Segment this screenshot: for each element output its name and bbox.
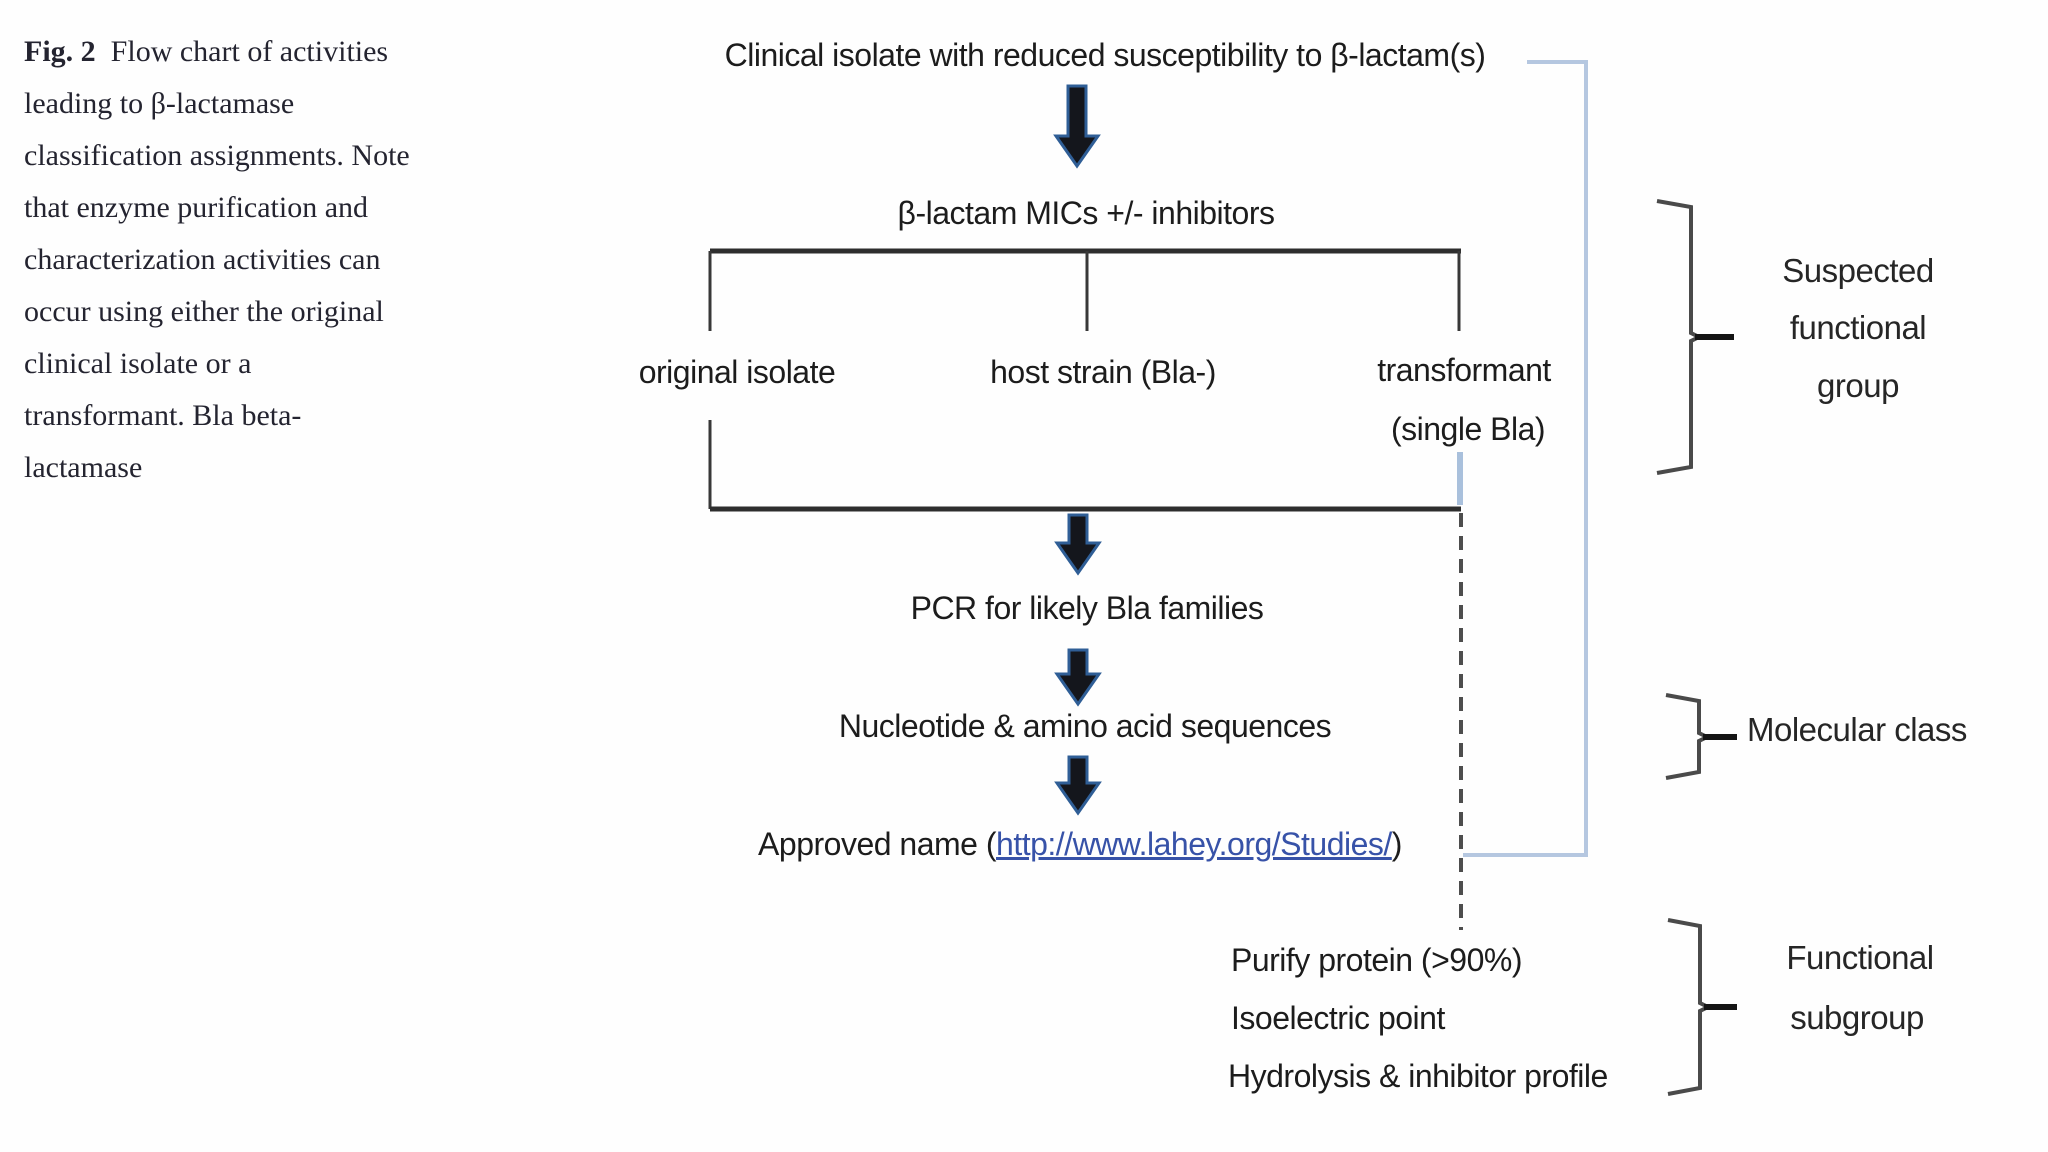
approved-name-prefix: Approved name (	[758, 826, 997, 862]
label-suspected-line2: functional	[1789, 309, 1927, 346]
figure-caption: Fig. 2 Flow chart of activities leading …	[24, 26, 504, 494]
down-arrow-3	[1054, 648, 1102, 707]
node-sequences: Nucleotide & amino acid sequences	[838, 708, 1332, 744]
down-arrow-2	[1054, 513, 1102, 576]
characterization-item-hydrolysis: Hydrolysis & inhibitor profile	[1228, 1058, 1608, 1094]
molecular-class-brace	[1665, 693, 1712, 780]
caption-line: transformant. Bla beta-	[24, 399, 302, 432]
node-approved-name: Approved name (http://www.lahey.org/Stud…	[758, 826, 1403, 862]
node-original-isolate: original isolate	[638, 354, 836, 390]
label-suspected-line3: group	[1817, 367, 1899, 404]
figure-label: Fig. 2	[24, 35, 96, 68]
caption-line: classification assignments. Note	[24, 139, 410, 172]
label-functional-line1: Functional	[1786, 939, 1934, 976]
label-suspected-line1: Suspected	[1782, 252, 1934, 289]
functional-subgroup-brace	[1667, 918, 1713, 1096]
node-host-strain: host strain (Bla-)	[990, 354, 1216, 390]
node-transformant-sub: (single Bla)	[1390, 411, 1546, 447]
characterization-item-isoelectric: Isoelectric point	[1231, 1000, 1445, 1036]
caption-line: that enzyme purification and	[24, 191, 369, 224]
down-arrow-4	[1054, 755, 1102, 816]
caption-line: characterization activities can	[24, 243, 381, 276]
caption-line: occur using either the original	[24, 295, 384, 328]
blue-connector-line	[1463, 60, 1588, 857]
label-functional-line2: subgroup	[1790, 999, 1924, 1036]
suspected-group-brace	[1656, 199, 1704, 475]
caption-line: clinical isolate or a	[24, 347, 252, 380]
node-clinical-isolate: Clinical isolate with reduced susceptibi…	[724, 37, 1486, 73]
node-mics: β-lactam MICs +/- inhibitors	[897, 195, 1275, 231]
lahey-url-link[interactable]: http://www.lahey.org/Studies/	[996, 826, 1392, 862]
approved-name-suffix: )	[1391, 826, 1403, 862]
caption-line: Fig. 2 Flow chart of activities	[24, 35, 389, 68]
caption-line: lactamase	[24, 451, 143, 484]
node-pcr: PCR for likely Bla families	[910, 590, 1264, 626]
characterization-item-purify: Purify protein (>90%)	[1231, 942, 1522, 978]
node-transformant: transformant	[1377, 352, 1551, 388]
caption-line: leading to β-lactamase	[24, 87, 295, 120]
down-arrow-1	[1053, 84, 1101, 169]
label-molecular-class: Molecular class	[1747, 711, 1967, 748]
